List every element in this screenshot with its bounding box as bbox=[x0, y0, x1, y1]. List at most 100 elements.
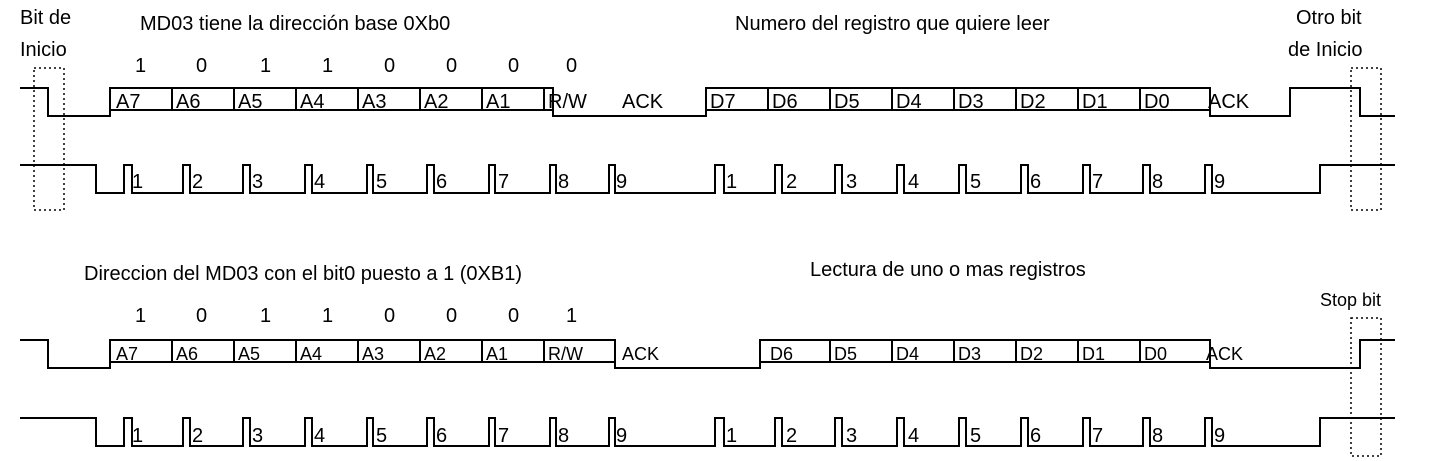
top-clock-number-data: 8 bbox=[1152, 171, 1163, 193]
top-addr-field-label: A2 bbox=[424, 91, 448, 113]
top-addr-bit-value: 0 bbox=[384, 55, 395, 77]
bottom-title-read: Lectura de uno o mas registros bbox=[810, 259, 1086, 281]
top-addr-bit-value: 0 bbox=[566, 55, 577, 77]
top-data-field-label: D5 bbox=[834, 91, 860, 113]
top-addr-field-label: ACK bbox=[622, 91, 664, 113]
bottom-data-field-label: D5 bbox=[834, 344, 857, 364]
top-addr-field-label: A5 bbox=[238, 91, 262, 113]
top-clock-number-addr: 1 bbox=[132, 171, 143, 193]
bottom-clock-number-addr: 8 bbox=[558, 425, 569, 447]
top-addr-field-label: A1 bbox=[486, 91, 510, 113]
top-clock-number-data: 3 bbox=[846, 171, 857, 193]
start-condition-marker bbox=[33, 67, 65, 211]
top-clock-number-data: 7 bbox=[1092, 171, 1103, 193]
top-addr-bit-value: 0 bbox=[196, 55, 207, 77]
top-clock-number-data: 4 bbox=[908, 171, 919, 193]
top-clock-number-addr: 2 bbox=[192, 171, 203, 193]
top-addr-bit-value: 1 bbox=[135, 55, 146, 77]
bottom-addr-bit-value: 0 bbox=[446, 305, 457, 327]
start-bit-label-line1: Bit de bbox=[20, 7, 71, 29]
top-data-field-label: ACK bbox=[1208, 91, 1250, 113]
top-clock-number-data: 5 bbox=[970, 171, 981, 193]
bottom-clock-number-data: 2 bbox=[786, 425, 797, 447]
bottom-clock-number-addr: 6 bbox=[436, 425, 447, 447]
top-clock-number-data: 2 bbox=[786, 171, 797, 193]
top-addr-bit-value: 0 bbox=[446, 55, 457, 77]
bottom-clock-number-addr: 2 bbox=[192, 425, 203, 447]
bottom-addr-field-label: A6 bbox=[176, 344, 198, 364]
bottom-addr-bit-value: 1 bbox=[322, 305, 333, 327]
bottom-addr-field-label: A1 bbox=[486, 344, 508, 364]
bottom-scl-line bbox=[20, 417, 1395, 447]
stop-bit-label: Stop bit bbox=[1320, 290, 1381, 310]
bottom-clock-number-data: 9 bbox=[1214, 425, 1225, 447]
top-title-address: MD03 tiene la dirección base 0Xb0 bbox=[140, 13, 450, 35]
top-data-field-label: D1 bbox=[1082, 91, 1108, 113]
top-scl-line bbox=[20, 164, 1395, 194]
stop-condition-marker bbox=[1350, 317, 1382, 457]
bottom-addr-field-label: A2 bbox=[424, 344, 446, 364]
top-sda-line bbox=[20, 87, 1395, 117]
top-clock-number-addr: 5 bbox=[376, 171, 387, 193]
top-addr-field-label: A6 bbox=[176, 91, 200, 113]
bottom-data-field-label: D2 bbox=[1020, 344, 1043, 364]
bottom-addr-bit-value: 1 bbox=[566, 305, 577, 327]
bottom-data-field-label: D0 bbox=[1144, 344, 1167, 364]
bottom-clock-number-addr: 4 bbox=[314, 425, 325, 447]
bottom-clock-number-addr: 9 bbox=[616, 425, 627, 447]
top-clock-number-addr: 3 bbox=[252, 171, 263, 193]
top-data-field-label: D7 bbox=[710, 91, 736, 113]
top-addr-field-label: R/W bbox=[548, 91, 587, 113]
bottom-clock-number-data: 3 bbox=[846, 425, 857, 447]
bottom-clock-number-data: 1 bbox=[726, 425, 737, 447]
top-clock-number-addr: 7 bbox=[498, 171, 509, 193]
bottom-title-address: Direccion del MD03 con el bit0 puesto a … bbox=[84, 263, 522, 285]
top-clock-number-data: 6 bbox=[1030, 171, 1041, 193]
bottom-addr-bit-value: 0 bbox=[508, 305, 519, 327]
repeat-start-label-line2: de Inicio bbox=[1288, 39, 1363, 61]
bottom-addr-field-label: A3 bbox=[362, 344, 384, 364]
bottom-addr-bit-value: 0 bbox=[384, 305, 395, 327]
bottom-data-field-label: D3 bbox=[958, 344, 981, 364]
top-clock-number-data: 1 bbox=[726, 171, 737, 193]
top-data-field-label: D3 bbox=[958, 91, 984, 113]
top-addr-bit-value: 1 bbox=[260, 55, 271, 77]
bottom-data-field-label: D1 bbox=[1082, 344, 1105, 364]
top-addr-bit-value: 0 bbox=[508, 55, 519, 77]
bottom-clock-number-data: 5 bbox=[970, 425, 981, 447]
bottom-data-field-label: D6 bbox=[770, 344, 793, 364]
bottom-addr-bit-value: 0 bbox=[196, 305, 207, 327]
top-addr-bit-value: 1 bbox=[322, 55, 333, 77]
top-clock-number-addr: 9 bbox=[616, 171, 627, 193]
bottom-clock-number-addr: 1 bbox=[132, 425, 143, 447]
bottom-addr-bit-value: 1 bbox=[135, 305, 146, 327]
top-title-register: Numero del registro que quiere leer bbox=[735, 13, 1050, 35]
top-clock-number-data: 9 bbox=[1214, 171, 1225, 193]
top-addr-field-label: A7 bbox=[116, 91, 140, 113]
top-clock-number-addr: 8 bbox=[558, 171, 569, 193]
bottom-clock-number-data: 8 bbox=[1152, 425, 1163, 447]
top-data-field-label: D2 bbox=[1020, 91, 1046, 113]
bottom-addr-field-label: R/W bbox=[548, 344, 583, 364]
bottom-clock-number-addr: 7 bbox=[498, 425, 509, 447]
top-addr-field-label: A4 bbox=[300, 91, 324, 113]
top-clock-number-addr: 4 bbox=[314, 171, 325, 193]
bottom-addr-field-label: A4 bbox=[300, 344, 322, 364]
start-bit-label-line2: Inicio bbox=[20, 39, 67, 61]
bottom-addr-field-label: ACK bbox=[622, 344, 659, 364]
bottom-clock-number-data: 4 bbox=[908, 425, 919, 447]
bottom-data-field-label: ACK bbox=[1206, 344, 1243, 364]
repeat-start-label-line1: Otro bit bbox=[1296, 7, 1362, 29]
top-data-field-label: D6 bbox=[772, 91, 798, 113]
bottom-addr-field-label: A5 bbox=[238, 344, 260, 364]
bottom-data-field-label: D4 bbox=[896, 344, 919, 364]
bottom-clock-number-data: 7 bbox=[1092, 425, 1103, 447]
bottom-sda-line bbox=[20, 339, 1395, 369]
top-data-field-label: D0 bbox=[1144, 91, 1170, 113]
bottom-clock-number-addr: 5 bbox=[376, 425, 387, 447]
bottom-clock-number-data: 6 bbox=[1030, 425, 1041, 447]
top-addr-field-label: A3 bbox=[362, 91, 386, 113]
bottom-addr-bit-value: 1 bbox=[260, 305, 271, 327]
